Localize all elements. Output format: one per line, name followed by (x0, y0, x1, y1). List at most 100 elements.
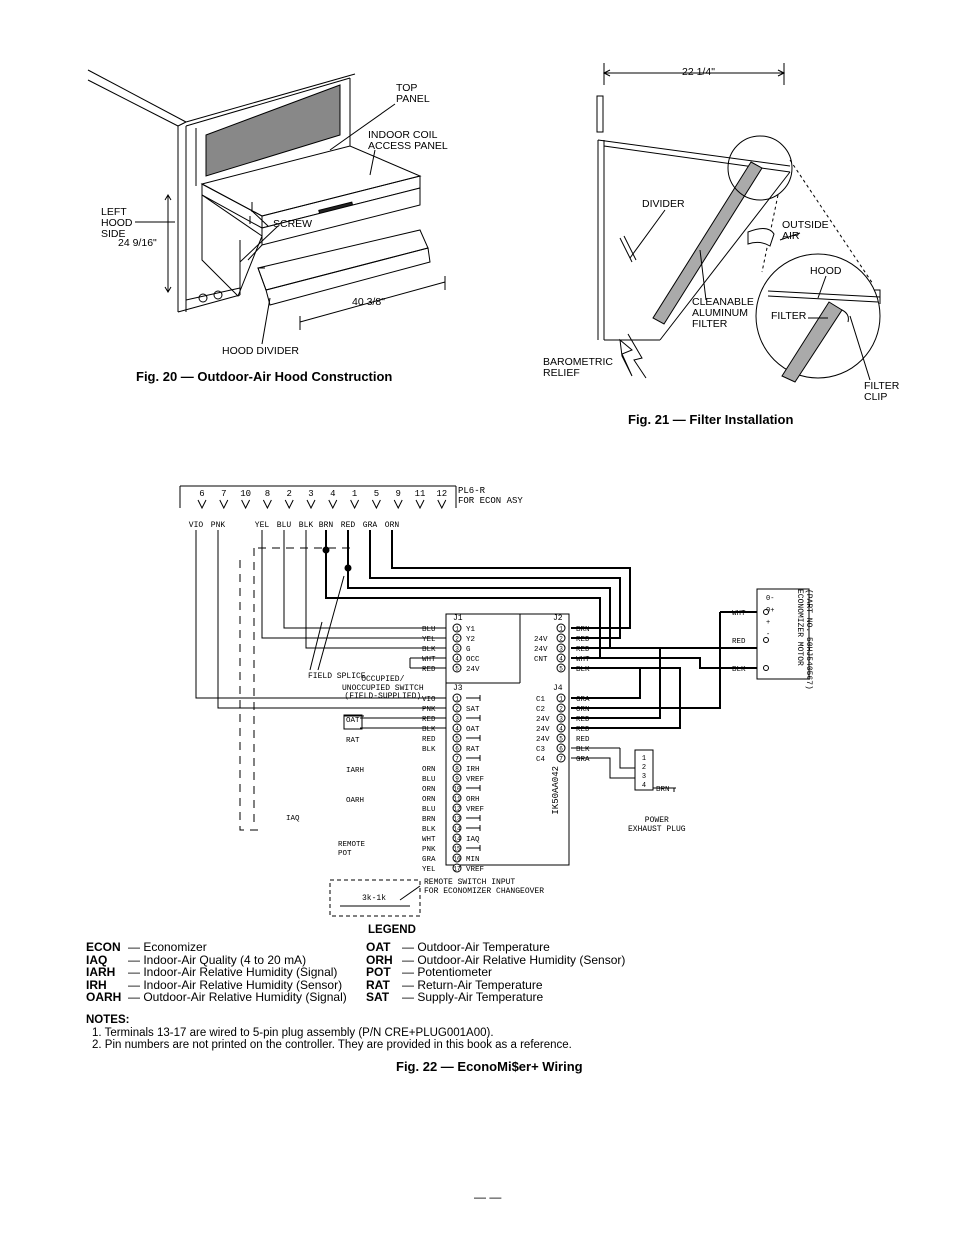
wire-color-label: YEL (255, 521, 270, 530)
controller-id: IK50AA042 (551, 766, 561, 815)
j3-pin-number: 4 (455, 726, 459, 733)
j2-pin-number: 1 (559, 626, 563, 633)
j3-wire: RED (422, 736, 436, 744)
divider-label: DIVIDER (642, 198, 685, 210)
j3-terminal: MIN (466, 856, 480, 864)
plug-pin: 3 (308, 489, 313, 499)
j2-wire: RED (576, 636, 590, 644)
j4-pin-number: 2 (559, 706, 563, 713)
legend-entry: IRH— Indoor-Air Relative Humidity (Senso… (86, 979, 347, 992)
legend-entry: IARH— Indoor-Air Relative Humidity (Sign… (86, 966, 347, 979)
plug-pin-marker (437, 499, 447, 510)
j3-terminal: SAT (466, 706, 480, 714)
j3-pin-number: 2 (455, 706, 459, 713)
legend-entry: ECON — Economizer (86, 941, 347, 954)
j4-pin (556, 733, 566, 743)
plug-pin: 4 (330, 489, 335, 499)
j3-pin-number: 7 (455, 756, 459, 763)
j1-pin (452, 653, 462, 663)
legend-description: — Indoor-Air Quality (4 to 20 mA) (128, 952, 307, 967)
j3-wire: YEL (422, 866, 436, 874)
j3-pin (452, 853, 462, 863)
legend-entry: ORH— Outdoor-Air Relative Humidity (Sens… (366, 952, 625, 967)
legend-entry: POT— Potentiometer (366, 966, 625, 979)
j4-label: J4 (553, 684, 563, 693)
plug-label: PL6-R FOR ECON ASY (458, 486, 523, 506)
plug-pin: 7 (221, 489, 226, 499)
motor-terminal (763, 609, 769, 615)
motor-pin: + (766, 619, 770, 627)
j4-terminal: 24V (536, 726, 550, 734)
j3-label: J3 (453, 684, 463, 693)
plug-pin: 12 (436, 489, 447, 499)
j3-pin-number: 8 (455, 766, 459, 773)
motor-wire: WHT (732, 610, 746, 618)
j2-terminal: 24V (534, 646, 548, 654)
j1-pin (452, 623, 462, 633)
legend-key: OAT (366, 940, 391, 954)
j2-pin-number: 5 (559, 666, 563, 673)
wire-color-label: BLK (299, 521, 314, 530)
legend-key: ORH (366, 952, 393, 967)
j1-terminal: Y1 (466, 626, 476, 634)
sensor-label: OAT (346, 717, 360, 725)
j3-wire: ORN (422, 796, 436, 804)
legend-title: LEGEND (368, 924, 416, 936)
sensor-label: OARH (346, 797, 364, 805)
j4-pin (556, 753, 566, 763)
j3-wire: BLK (422, 746, 436, 754)
motor-wire: BLK (732, 666, 746, 674)
j3-terminal: ORH (466, 796, 480, 804)
legend-entry: IAQ — Indoor-Air Quality (4 to 20 mA) (86, 952, 347, 967)
exhaust-pin: 4 (642, 782, 646, 790)
remote-switch-label: REMOTE SWITCH INPUT FOR ECONOMIZER CHANG… (424, 878, 545, 896)
j1-pin-number: 1 (455, 626, 459, 633)
j4-terminal: C2 (536, 706, 545, 714)
j3-pin-number: 17 (453, 866, 461, 873)
j3-wire: VIO (422, 696, 436, 704)
j3-wire: ORN (422, 766, 436, 774)
j4-pin (556, 743, 566, 753)
sensor-label: RAT (346, 737, 360, 745)
j3-wire: ORN (422, 786, 436, 794)
j1-wire: WHT (422, 656, 436, 664)
sensor-label: IARH (346, 767, 364, 775)
j3-pin (452, 753, 462, 763)
legend-description: — Economizer (128, 940, 207, 954)
legend-key: RAT (366, 977, 390, 992)
j3-pin-number: 1 (455, 696, 459, 703)
j2-wire: BRN (576, 626, 590, 634)
j3-pin (452, 703, 462, 713)
j3-pin (452, 783, 462, 793)
motor-label: (PART NO. 50HJ540567) ECONOMIZER MOTOR (795, 589, 813, 690)
j3-pin (452, 793, 462, 803)
j2-terminal: 24V (534, 636, 548, 644)
left-hood-side-label: LEFT HOOD SIDE (101, 206, 133, 240)
legend-key: ECON (86, 940, 121, 954)
motor-wire: RED (732, 638, 746, 646)
j4-wire: RED (576, 736, 590, 744)
j3-pin-number: 16 (453, 856, 461, 863)
legend-entry: RAT— Return-Air Temperature (366, 979, 625, 992)
j1-pin (452, 643, 462, 653)
plug-pin: 8 (265, 489, 270, 499)
field-splice-label: FIELD SPLICE (308, 672, 366, 681)
legend-key: IAQ (86, 952, 108, 967)
wire-color-label: PNK (211, 521, 226, 530)
j4-pin (556, 693, 566, 703)
j1-pin-number: 4 (455, 656, 459, 663)
notes-title: NOTES: (86, 1014, 130, 1026)
fig21-caption: Fig. 21 — Filter Installation (628, 412, 794, 427)
j4-pin (556, 713, 566, 723)
j3-wire: BLU (422, 776, 436, 784)
resistor-label: 3k-1k (362, 894, 387, 903)
j2-pin (556, 643, 566, 653)
fig20-caption: Fig. 20 — Outdoor-Air Hood Construction (136, 369, 393, 384)
j2-pin (556, 663, 566, 673)
fig21-dimension: 22 1/4" (682, 66, 715, 78)
j1-wire: BLU (422, 626, 436, 634)
j3-wire: PNK (422, 846, 436, 854)
plug-pin: 6 (199, 489, 204, 499)
top-panel-label: TOP PANEL (396, 82, 430, 105)
